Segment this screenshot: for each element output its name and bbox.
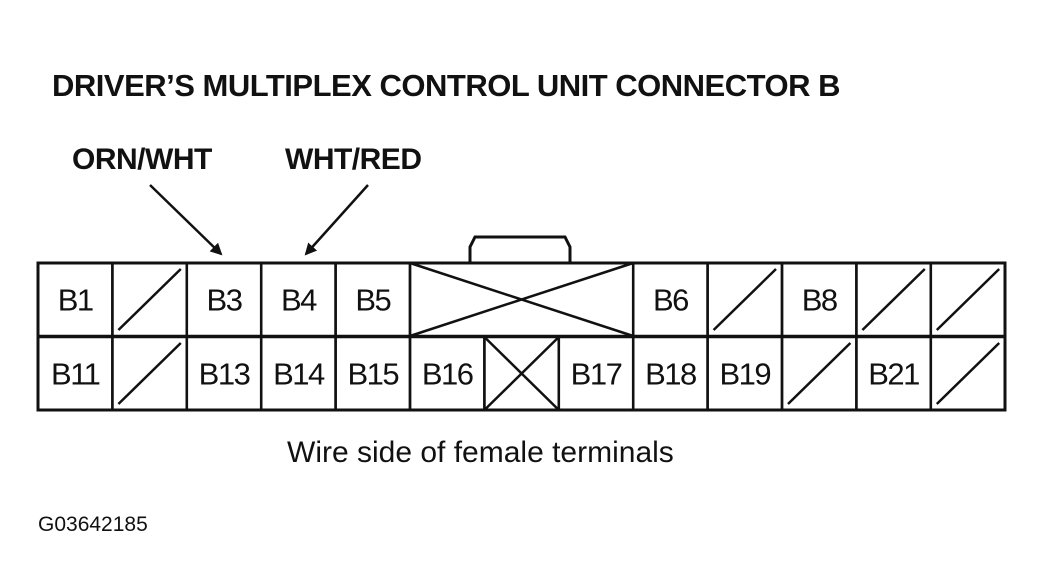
terminal-row2-col13-blank	[929, 335, 1007, 412]
terminal-label: B8	[802, 283, 837, 318]
terminal-label: B1	[58, 283, 93, 318]
unused-cavity-slash	[117, 268, 182, 331]
terminal-label: B3	[207, 283, 242, 318]
terminal-label: B16	[422, 357, 473, 392]
terminal-row2-col11-blank	[780, 335, 858, 412]
cross-mark-line	[409, 261, 634, 338]
terminal-row1-col6-blank	[408, 261, 635, 338]
terminal-b5: B5	[334, 261, 412, 338]
terminal-b11: B11	[36, 335, 114, 412]
callout-label-wht-red: WHT/RED	[285, 143, 422, 176]
callout-arrow-wht-red	[304, 184, 369, 256]
terminal-b19: B19	[706, 335, 784, 412]
terminal-label: B19	[719, 357, 770, 392]
terminal-b8: B8	[780, 261, 858, 338]
terminal-row1-col2-blank	[111, 261, 189, 338]
terminal-label: B4	[281, 283, 317, 318]
terminal-row1-col13-blank	[929, 261, 1007, 338]
terminal-label: B21	[868, 357, 919, 392]
terminal-b18: B18	[631, 335, 709, 412]
terminal-row1-col12-blank	[855, 261, 933, 338]
terminal-label: B6	[653, 283, 688, 318]
terminal-b17: B17	[557, 335, 635, 412]
unused-cavity-slash	[712, 268, 777, 331]
terminal-label: B11	[51, 357, 100, 392]
terminal-b1: B1	[36, 261, 114, 338]
callout-label-orn-wht: ORN/WHT	[72, 143, 212, 176]
terminal-row2-col7-blank	[483, 335, 561, 412]
unused-cavity-slash	[861, 268, 926, 331]
terminal-b13: B13	[185, 335, 263, 412]
terminal-label: B14	[273, 357, 325, 392]
terminal-b14: B14	[259, 335, 337, 412]
figure-code: G03642185	[38, 513, 148, 536]
connector-lock-tab	[468, 235, 572, 262]
terminal-b4: B4	[259, 261, 337, 338]
diagram-title: DRIVER’S MULTIPLEX CONTROL UNIT CONNECTO…	[52, 68, 840, 103]
terminal-b6: B6	[631, 261, 709, 338]
terminal-b15: B15	[334, 335, 412, 412]
unused-cavity-slash	[117, 342, 182, 405]
caption: Wire side of female terminals	[287, 436, 674, 469]
terminal-b16: B16	[408, 335, 486, 412]
unused-cavity-slash	[787, 342, 852, 405]
terminal-label: B5	[355, 283, 390, 318]
terminal-label: B18	[645, 357, 696, 392]
terminal-row2-col2-blank	[111, 335, 189, 412]
callout-arrow-orn-wht	[149, 184, 223, 256]
terminal-row1-col10-blank	[706, 261, 784, 338]
terminal-label: B17	[571, 357, 622, 392]
unused-cavity-slash	[935, 342, 1001, 405]
terminal-label: B13	[199, 357, 250, 392]
terminal-b3: B3	[185, 261, 263, 338]
terminal-b21: B21	[855, 335, 933, 412]
unused-cavity-slash	[935, 268, 1001, 331]
cross-mark-line	[483, 336, 560, 411]
terminal-label: B15	[347, 357, 398, 392]
